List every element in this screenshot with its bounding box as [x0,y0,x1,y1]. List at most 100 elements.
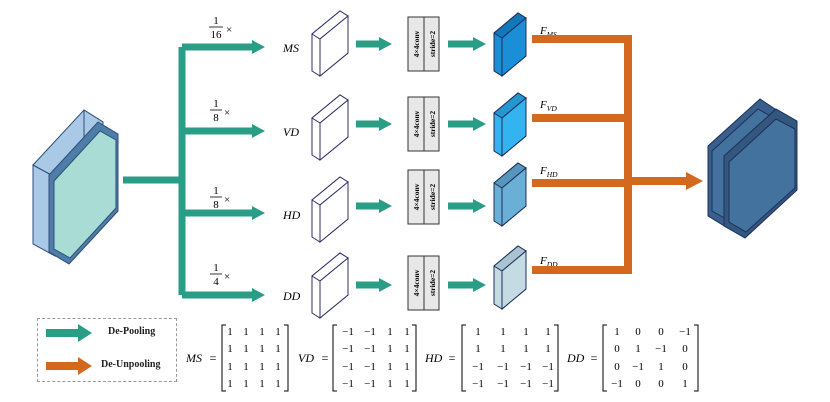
matrix-cell: 0 [614,343,620,355]
scale-denominator: 8 [213,112,219,124]
matrix-cell: 1 [475,343,481,355]
stride-label: stride=2 [428,31,437,58]
matrix-name: VD [298,351,314,365]
matrix-left-bracket [602,324,607,392]
matrix-cell: 1 [227,361,233,373]
matrix-cell: 0 [658,378,664,390]
scale-times: × [224,194,230,206]
matrix-cell: 0 [635,378,641,390]
matrix-right-bracket [284,324,289,392]
matrix-cell: 0 [614,361,620,373]
matrix-cell: 1 [404,378,410,390]
matrix-cell: 1 [545,343,551,355]
scale-numerator: 1 [213,15,219,27]
branch-hd: 1 8 × HD 4×4conv stride=2 FHD [210,162,558,244]
matrix-name: DD [566,351,585,365]
matrix-cell: 1 [259,343,265,355]
matrix-cell: 1 [387,361,393,373]
matrix-cell: 0 [682,361,688,373]
matrix-cell: −1 [520,361,532,373]
stride-label: stride=2 [428,111,437,138]
matrix-cell: −1 [342,326,354,338]
conv-label: 4×4conv [412,183,421,210]
matrix-cell: 1 [275,361,281,373]
legend-arrows [46,324,92,375]
branch-label: HD [282,208,301,222]
matrix-cell: −1 [655,343,667,355]
feature-name: FMS [539,25,557,39]
matrix-cell: 1 [227,343,233,355]
branch-label: VD [283,125,299,139]
matrix-equals: = [449,351,456,365]
matrix-left-bracket [461,324,466,392]
matrix-cell: −1 [632,361,644,373]
matrix-cell: 1 [658,361,664,373]
matrix-equals: = [591,351,598,365]
conv-label: 4×4conv [412,110,421,137]
scale-times: × [224,271,230,283]
matrix-cell: 1 [275,378,281,390]
depooling-tree-arrowheads [252,40,265,302]
matrix-cell: 1 [387,378,393,390]
matrix-cell: 1 [682,378,688,390]
matrix-cell: 1 [500,343,506,355]
matrix-cell: 0 [635,326,641,338]
feature-name: FDD [539,255,558,269]
matrix-cell: −1 [342,378,354,390]
matrix-cell: 1 [387,343,393,355]
matrix-right-bracket [412,324,417,392]
matrix-cell: 1 [404,326,410,338]
matrix-name: HD [424,351,443,365]
matrix-cell: −1 [364,378,376,390]
input-feature-map [32,109,119,265]
matrix-cell: 1 [243,378,249,390]
matrix-cell: −1 [342,343,354,355]
scale-numerator: 1 [213,185,219,197]
matrix-cell: 1 [243,361,249,373]
feature-name: FHD [539,165,558,179]
scale-denominator: 4 [213,276,219,288]
matrix-equals: = [210,351,217,365]
legend [37,318,177,382]
matrix-cell: 0 [658,326,664,338]
scale-denominator: 8 [213,199,219,211]
branch-dd: 1 4 × DD 4×4conv stride=2 FDD [210,245,558,320]
scale-times: × [226,24,232,36]
scale-numerator: 1 [213,262,219,274]
scale-times: × [224,107,230,119]
matrix-cell: −1 [520,378,532,390]
matrix-cell: −1 [497,361,509,373]
matrix-cell: −1 [679,326,691,338]
matrix-cell: 1 [635,343,641,355]
matrix-cell: −1 [542,361,554,373]
output-feature-map [707,98,798,239]
branch-ms: 1 16 × MS 4×4conv stride=2 FMS [209,10,557,78]
matrix-equals: = [322,351,329,365]
matrix-cell: 1 [404,343,410,355]
matrix-cell: 1 [275,343,281,355]
matrix-cell: 1 [227,326,233,338]
matrix-cell: 1 [259,326,265,338]
deunpooling-arrowhead [686,172,703,190]
matrix-right-bracket [694,324,699,392]
matrix-cell: 1 [545,326,551,338]
matrix-cell: 1 [259,361,265,373]
legend-deunpooling-label: De-Unpooling [101,359,161,370]
deunpooling-tree [532,35,688,274]
branch-vd: 1 8 × VD 4×4conv stride=2 FVD [210,92,557,162]
scale-denominator: 16 [211,29,223,41]
matrix-cell: −1 [497,378,509,390]
feature-name: FVD [539,99,557,113]
matrix-cell: 1 [614,326,620,338]
matrix-left-bracket [221,324,226,392]
matrix-cell: 0 [682,343,688,355]
matrix-cell: 1 [523,326,529,338]
matrix-cell: 1 [243,326,249,338]
matrix-cell: 1 [404,361,410,373]
matrix-name: MS [185,351,202,365]
stride-label: stride=2 [428,270,437,297]
matrix-cell: −1 [542,378,554,390]
stride-label: stride=2 [428,184,437,211]
matrix-cell: 1 [243,343,249,355]
